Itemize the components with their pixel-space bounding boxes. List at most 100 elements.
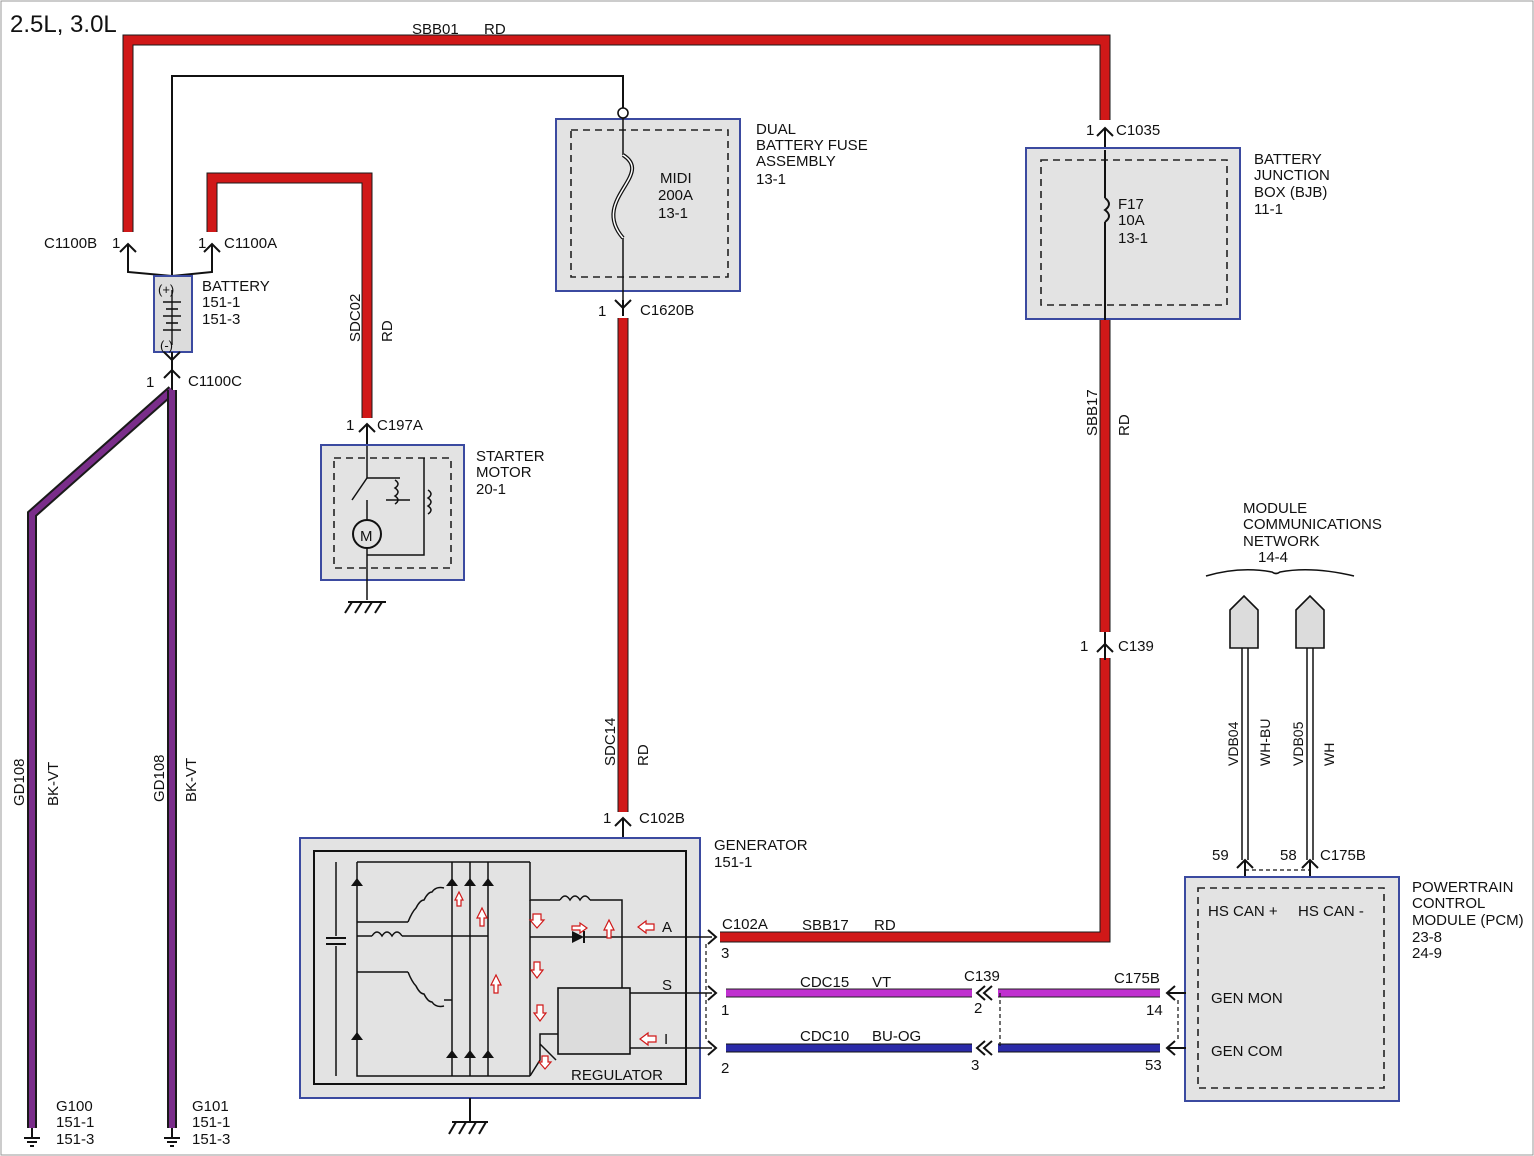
generator-ground-icon bbox=[448, 1098, 488, 1135]
battery-ref1: 151-1 bbox=[202, 294, 240, 311]
fuse-assembly-name1: DUAL bbox=[756, 121, 796, 138]
connector-c1620b-label: C1620B bbox=[640, 302, 694, 319]
connector-c175b-mid bbox=[1165, 985, 1186, 1056]
bjb-name3: BOX (BJB) bbox=[1254, 184, 1327, 201]
wire-sbb01-color: RD bbox=[484, 21, 506, 38]
ground-g101-icon bbox=[164, 1128, 180, 1147]
pcm-ref2: 24-9 bbox=[1412, 945, 1442, 962]
connector-c1100b-pin: 1 bbox=[112, 235, 120, 252]
fuse-assembly-name2: BATTERY FUSE bbox=[756, 137, 868, 154]
pcm-ref1: 23-8 bbox=[1412, 929, 1442, 946]
network-ref: 14-4 bbox=[1258, 549, 1288, 566]
generator-box bbox=[299, 837, 712, 1099]
network-plug-right bbox=[1295, 594, 1325, 860]
fuse-assembly-box bbox=[555, 107, 741, 300]
connector-c1100c-pin: 1 bbox=[146, 374, 154, 391]
wire-sdc14-id: SDC14 bbox=[602, 718, 619, 766]
wire-cdc10-color: BU-OG bbox=[872, 1028, 921, 1045]
connector-c102a-pin-s: 1 bbox=[721, 1002, 729, 1019]
connector-c1620b-pin: 1 bbox=[598, 303, 606, 320]
ground-g100-ref2: 151-3 bbox=[56, 1131, 94, 1148]
connector-c175b-top-pin-59: 59 bbox=[1212, 847, 1229, 864]
wire-sbb17-h-id: SBB17 bbox=[802, 917, 849, 934]
generator-terminal-a: A bbox=[662, 919, 672, 936]
connector-c102a-pin-a: 3 bbox=[721, 945, 729, 962]
bjb-fuse-rating: 10A bbox=[1118, 212, 1145, 229]
starter-name1: STARTER bbox=[476, 448, 545, 465]
connector-c1035-pin: 1 bbox=[1086, 122, 1094, 139]
connector-c1100a-pin: 1 bbox=[198, 235, 206, 252]
network-name3: NETWORK bbox=[1243, 533, 1320, 550]
pcm-can-plus: HS CAN + bbox=[1208, 903, 1278, 920]
connector-c1035 bbox=[1096, 126, 1114, 150]
generator-ref: 151-1 bbox=[714, 854, 752, 871]
wire-sbb01-id: SBB01 bbox=[412, 21, 459, 38]
fuse-assembly-ref: 13-1 bbox=[756, 171, 786, 188]
ground-g100-ref1: 151-1 bbox=[56, 1114, 94, 1131]
pcm-name3: MODULE (PCM) bbox=[1412, 912, 1524, 929]
wire-cdc10-id: CDC10 bbox=[800, 1028, 849, 1045]
ground-g101-ref1: 151-1 bbox=[192, 1114, 230, 1131]
fuse-midi-name: MIDI bbox=[660, 170, 692, 187]
wire-sbb17-v-id: SBB17 bbox=[1084, 389, 1101, 436]
starter-motor-symbol: M bbox=[360, 528, 373, 545]
pcm-box bbox=[1184, 876, 1400, 1102]
connector-c197a-pin: 1 bbox=[346, 417, 354, 434]
bjb-fuse-name: F17 bbox=[1118, 196, 1144, 213]
wire-gd108-right-color: BK-VT bbox=[183, 758, 200, 802]
wire-vdb05-id: VDB05 bbox=[1290, 721, 1306, 766]
wire-gd108-left-id: GD108 bbox=[11, 758, 28, 806]
connector-c102b-pin: 1 bbox=[603, 810, 611, 827]
connector-c139-top-label: C139 bbox=[1118, 638, 1154, 655]
connector-c139-mid-label: C139 bbox=[964, 968, 1000, 985]
connector-c1100c bbox=[163, 351, 181, 390]
network-plug-left bbox=[1229, 594, 1259, 860]
battery-minus-label: (-) bbox=[160, 338, 173, 353]
ground-g100-name: G100 bbox=[56, 1098, 93, 1115]
pcm-gen-com: GEN COM bbox=[1211, 1043, 1283, 1060]
connector-c197a-label: C197A bbox=[377, 417, 423, 434]
bjb-name2: JUNCTION bbox=[1254, 167, 1330, 184]
connector-c139-mid-pin-i: 3 bbox=[971, 1057, 979, 1074]
wire-cdc15-color: VT bbox=[872, 974, 891, 991]
wire-vdb04-id: VDB04 bbox=[1225, 721, 1241, 766]
bjb-fuse-ref: 13-1 bbox=[1118, 230, 1148, 247]
wire-sbb17-v-color: RD bbox=[1116, 414, 1133, 436]
connector-c1620b bbox=[614, 299, 632, 316]
bjb-box bbox=[1025, 147, 1241, 320]
connector-c1035-label: C1035 bbox=[1116, 122, 1160, 139]
starter-ref: 20-1 bbox=[476, 481, 506, 498]
wire-gd108-right-id: GD108 bbox=[151, 754, 168, 802]
connector-c175b-top-label: C175B bbox=[1320, 847, 1366, 864]
battery-name: BATTERY bbox=[202, 278, 270, 295]
pcm-can-minus: HS CAN - bbox=[1298, 903, 1364, 920]
battery-plus-label: (+) bbox=[158, 282, 174, 297]
connector-c1100a bbox=[171, 242, 221, 277]
ground-g100-icon bbox=[24, 1128, 40, 1147]
network-name2: COMMUNICATIONS bbox=[1243, 516, 1382, 533]
generator-terminal-s: S bbox=[662, 977, 672, 994]
connector-c102a bbox=[705, 929, 718, 1056]
wire-sbb17-h-color: RD bbox=[874, 917, 896, 934]
generator-name: GENERATOR bbox=[714, 837, 808, 854]
wire-cdc15-id: CDC15 bbox=[800, 974, 849, 991]
connector-c175b-mid-pin-s: 14 bbox=[1146, 1002, 1163, 1019]
connector-c197a bbox=[358, 422, 376, 446]
pcm-name1: POWERTRAIN bbox=[1412, 879, 1513, 896]
wire-gd108-left-color: BK-VT bbox=[45, 762, 62, 806]
fuse-assembly-name3: ASSEMBLY bbox=[756, 153, 836, 170]
connector-c102a-pin-i: 2 bbox=[721, 1060, 729, 1077]
battery-ref2: 151-3 bbox=[202, 311, 240, 328]
connector-c139-mid bbox=[975, 985, 1001, 1056]
connector-c175b-top-pin-58: 58 bbox=[1280, 847, 1297, 864]
network-name1: MODULE bbox=[1243, 500, 1307, 517]
connector-c1100b-label: C1100B bbox=[44, 235, 97, 252]
generator-regulator-label: REGULATOR bbox=[571, 1067, 663, 1084]
connector-c139-top bbox=[1096, 632, 1114, 660]
starter-name2: MOTOR bbox=[476, 464, 532, 481]
diagram-title: 2.5L, 3.0L bbox=[10, 11, 117, 38]
battery-symbol bbox=[153, 275, 193, 353]
network-bracket bbox=[1205, 568, 1355, 577]
